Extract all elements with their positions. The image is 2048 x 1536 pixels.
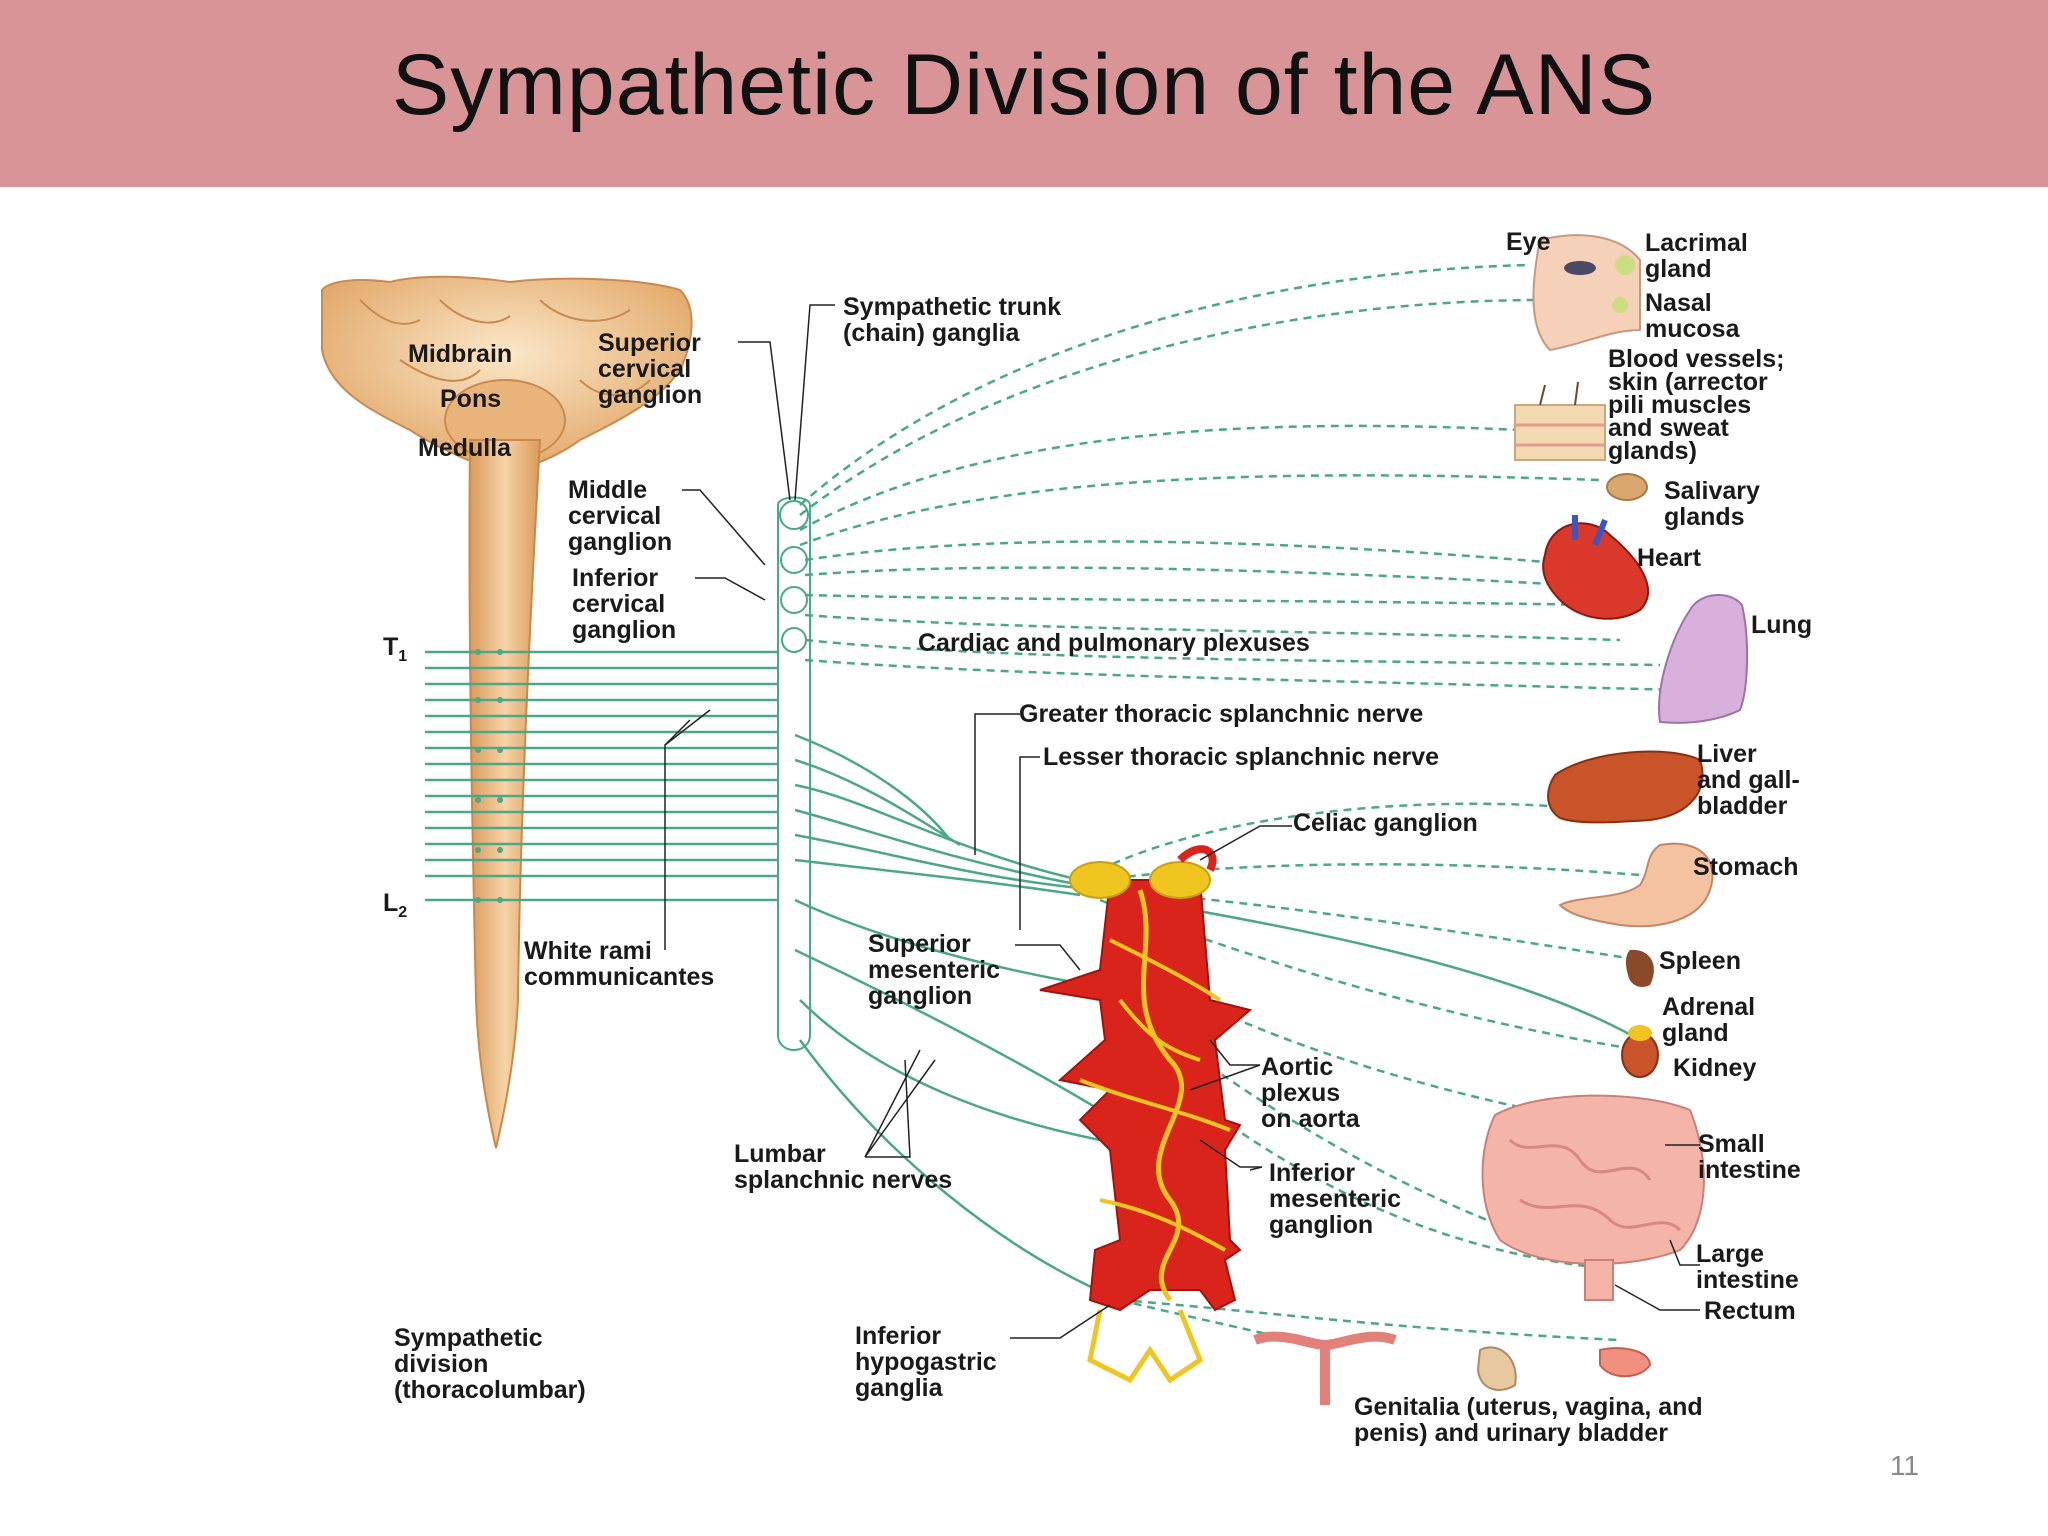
label-white-rami: White rami communicantes bbox=[524, 937, 715, 991]
label-small-intestine: Small intestine bbox=[1698, 1130, 1801, 1184]
spinal-cord bbox=[468, 439, 542, 1149]
label-genitalia: Genitalia (uterus, vagina, and penis) an… bbox=[1354, 1393, 1703, 1447]
sympathetic-chain bbox=[777, 496, 811, 1051]
label-middle-cervical-ganglion: Middle cervical ganglion bbox=[568, 476, 673, 556]
label-pons: Pons bbox=[440, 385, 502, 413]
stomach-illustration bbox=[1558, 842, 1714, 928]
label-stomach: Stomach bbox=[1693, 853, 1799, 881]
heart-illustration bbox=[1542, 515, 1650, 620]
genitalia-illustration bbox=[1253, 1331, 1652, 1405]
page-number: 11 bbox=[1890, 1450, 1920, 1481]
spleen-illustration bbox=[1625, 949, 1654, 987]
label-lesser-thoracic-splanchnic: Lesser thoracic splanchnic nerve bbox=[1043, 743, 1440, 771]
label-liver: Liver and gall- bladder bbox=[1697, 740, 1800, 820]
label-celiac-ganglion: Celiac ganglion bbox=[1293, 809, 1478, 837]
label-medulla: Medulla bbox=[418, 434, 512, 462]
label-nasal-mucosa: Nasal mucosa bbox=[1645, 289, 1740, 343]
label-large-intestine: Large intestine bbox=[1696, 1240, 1799, 1294]
skin-illustration bbox=[1514, 381, 1606, 461]
white-rami-lines bbox=[425, 650, 790, 902]
label-superior-cervical-ganglion: Superior cervical ganglion bbox=[598, 329, 703, 409]
label-sympathetic-trunk: Sympathetic trunk (chain) ganglia bbox=[843, 293, 1062, 347]
title-bar bbox=[0, 0, 2048, 187]
label-salivary-glands: Salivary glands bbox=[1664, 477, 1760, 531]
label-aortic-plexus: Aortic plexus on aorta bbox=[1261, 1053, 1360, 1133]
aorta bbox=[1039, 845, 1253, 1384]
kidney-illustration bbox=[1621, 1025, 1659, 1078]
leader-lines bbox=[664, 304, 1700, 1339]
label-inferior-cervical-ganglion: Inferior cervical ganglion bbox=[572, 564, 677, 644]
lung-illustration bbox=[1658, 593, 1749, 724]
label-inferior-mesenteric-ganglion: Inferior mesenteric ganglion bbox=[1269, 1159, 1402, 1239]
label-greater-thoracic-splanchnic: Greater thoracic splanchnic nerve bbox=[1019, 700, 1424, 728]
label-heart: Heart bbox=[1637, 544, 1701, 572]
eye-nose-illustration bbox=[1532, 234, 1641, 352]
label-lumbar-splanchnic: Lumbar splanchnic nerves bbox=[734, 1140, 953, 1194]
label-rectum: Rectum bbox=[1704, 1297, 1796, 1325]
label-l2: L2 bbox=[383, 889, 408, 921]
intestine-illustration bbox=[1481, 1094, 1705, 1301]
salivary-gland-illustration bbox=[1606, 473, 1648, 501]
label-midbrain: Midbrain bbox=[408, 340, 513, 368]
label-cardiac-pulmonary-plexuses: Cardiac and pulmonary plexuses bbox=[918, 629, 1310, 657]
label-eye: Eye bbox=[1506, 228, 1551, 256]
label-t1: T1 bbox=[383, 633, 408, 665]
slide-title: Sympathetic Division of the ANS bbox=[391, 37, 1657, 133]
label-inferior-hypogastric: Inferior hypogastric ganglia bbox=[855, 1322, 997, 1402]
label-spleen: Spleen bbox=[1659, 947, 1741, 975]
label-kidney: Kidney bbox=[1673, 1054, 1757, 1082]
label-superior-mesenteric-ganglion: Superior mesenteric ganglion bbox=[868, 930, 1001, 1010]
liver-illustration bbox=[1547, 750, 1704, 824]
label-adrenal-gland: Adrenal gland bbox=[1662, 993, 1756, 1047]
label-lacrimal-gland: Lacrimal gland bbox=[1645, 229, 1748, 283]
label-lung: Lung bbox=[1751, 611, 1813, 639]
label-sympathetic-division: Sympathetic division (thoracolumbar) bbox=[394, 1324, 586, 1404]
label-blood-vessels: Blood vessels; skin (arrector pili muscl… bbox=[1608, 345, 1785, 465]
